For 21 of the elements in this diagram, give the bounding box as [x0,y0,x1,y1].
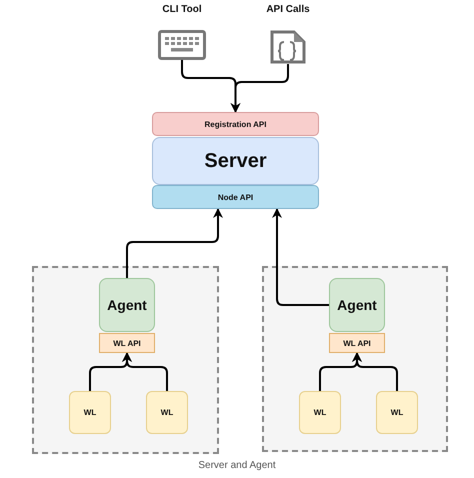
arrow [122,352,168,391]
arrow [272,208,329,306]
group-box [262,266,448,452]
wl-api-box: WL API [99,333,155,353]
node-api-box: Node API [152,185,319,209]
icon-label: API Calls [266,4,310,17]
arrow [352,352,398,391]
icon-label: CLI Tool [162,4,202,17]
server-box: Server [152,137,319,185]
registration-api-box: Registration API [152,112,319,136]
caption: Server and Agent [197,460,277,471]
workload-box: WL [69,391,111,434]
wl-api-box: WL API [329,333,385,353]
workload-box: WL [146,391,188,434]
workload-box: WL [299,391,341,434]
workload-box: WL [376,391,418,434]
group-box [32,266,219,454]
agent-box: Agent [99,278,155,332]
arrow [230,64,289,113]
arrow [126,208,223,278]
agent-box: Agent [329,278,385,332]
